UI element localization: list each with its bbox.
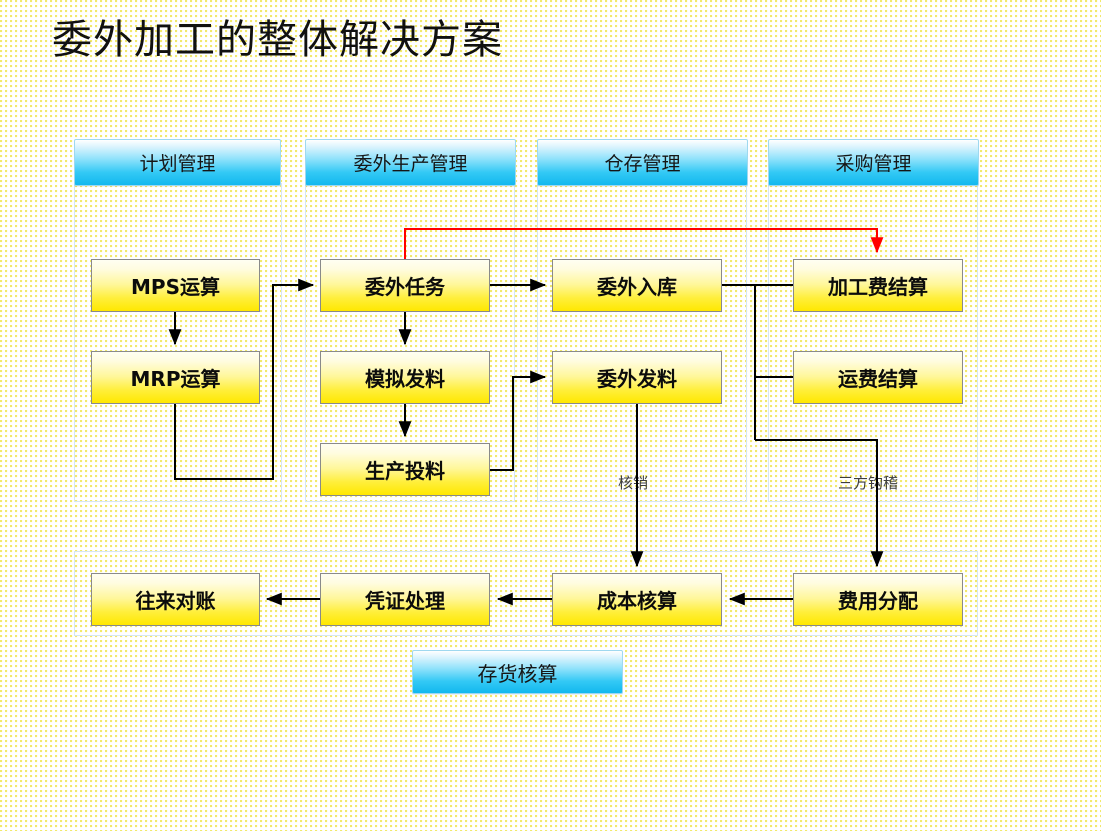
node-inventory-accounting-label: 存货核算 [477,661,558,686]
node-mps-label: MPS运算 [131,275,220,299]
node-inventory-accounting[interactable]: 存货核算 [412,650,623,694]
node-outsource-issue-label: 委外发料 [597,367,677,391]
panel-warehouse [537,183,747,502]
node-simulated-issue[interactable]: 模拟发料 [320,351,490,404]
panel-plan [74,183,282,502]
column-header-plan[interactable]: 计划管理 [74,139,281,186]
node-mrp-label: MRP运算 [130,367,221,391]
node-expense-allocation[interactable]: 费用分配 [793,573,963,626]
node-account-reconciliation[interactable]: 往来对账 [91,573,260,626]
node-freight-settlement[interactable]: 运费结算 [793,351,963,404]
edge-label-writeoff-text: 核销 [618,474,649,492]
column-header-purchase-label: 采购管理 [835,153,912,175]
column-header-warehouse-label: 仓存管理 [604,153,681,175]
panel-accounting [74,551,978,636]
node-processing-fee-settlement[interactable]: 加工费结算 [793,259,963,312]
node-outsource-stock-in-label: 委外入库 [597,275,677,299]
node-voucher-processing[interactable]: 凭证处理 [320,573,490,626]
column-header-warehouse[interactable]: 仓存管理 [537,139,748,186]
node-freight-settlement-label: 运费结算 [838,367,918,391]
node-voucher-processing-label: 凭证处理 [365,589,445,613]
page-title: 委外加工的整体解决方案 [52,17,503,63]
edge-label-three-way: 三方钩稽 [838,472,898,493]
edge-label-writeoff: 核销 [618,472,648,493]
node-cost-accounting-label: 成本核算 [597,589,677,613]
column-header-production[interactable]: 委外生产管理 [305,139,516,186]
node-outsource-stock-in[interactable]: 委外入库 [552,259,722,312]
node-outsource-task[interactable]: 委外任务 [320,259,490,312]
node-outsource-issue[interactable]: 委外发料 [552,351,722,404]
node-outsource-task-label: 委外任务 [365,275,445,299]
column-header-production-label: 委外生产管理 [353,153,468,175]
node-mrp[interactable]: MRP运算 [91,351,260,404]
column-header-plan-label: 计划管理 [139,153,216,175]
column-header-purchase[interactable]: 采购管理 [768,139,979,186]
node-simulated-issue-label: 模拟发料 [365,367,445,391]
node-processing-fee-settlement-label: 加工费结算 [828,275,928,299]
node-cost-accounting[interactable]: 成本核算 [552,573,722,626]
node-expense-allocation-label: 费用分配 [838,589,918,613]
edge-label-three-way-text: 三方钩稽 [838,474,899,492]
panel-purchase [768,183,978,502]
node-production-issue-label: 生产投料 [365,459,445,483]
node-account-reconciliation-label: 往来对账 [135,589,216,613]
node-mps[interactable]: MPS运算 [91,259,260,312]
node-production-issue[interactable]: 生产投料 [320,443,490,496]
